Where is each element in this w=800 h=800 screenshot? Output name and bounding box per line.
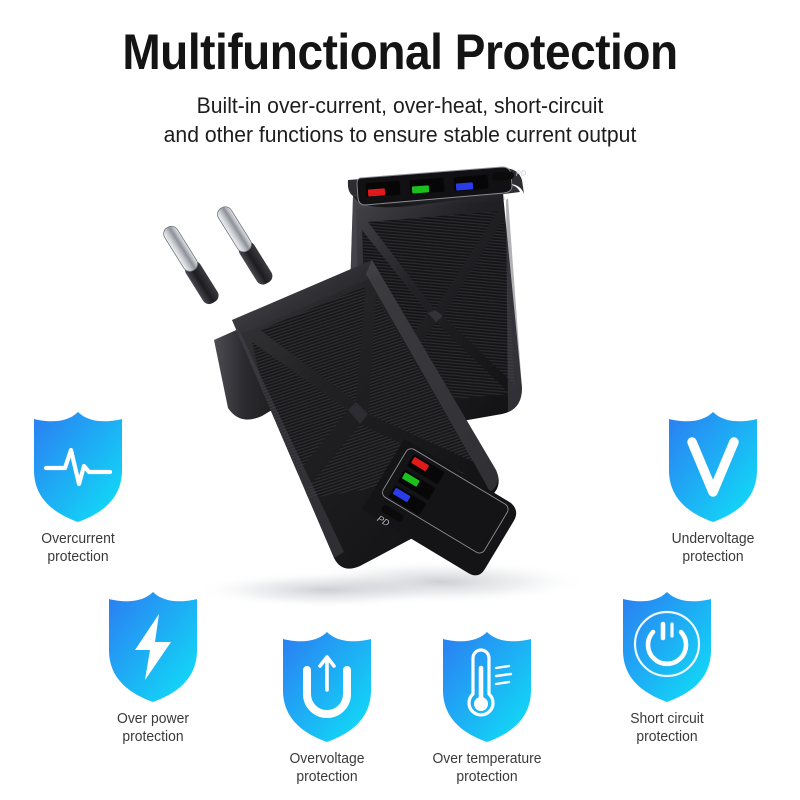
page-title: Multifunctional Protection [122,24,678,80]
caption-line-1: Over temperature [432,751,542,767]
feature-caption: Undervoltage protection [641,530,785,567]
caption-line-1: Overcurrent [41,531,115,547]
feature-caption: Short circuit protection [595,710,739,747]
caption-line-1: Over power [117,711,189,727]
subtitle-line-1: Built-in over-current, over-heat, short-… [196,92,604,118]
feature-shortcircuit: Short circuit protection [592,588,742,747]
feature-caption: Over temperature protection [415,750,559,787]
caption-line-2: protection [456,769,518,786]
product-image: PD [110,166,690,620]
product-shadow-front [195,572,455,608]
feature-overpower: Over power protection [78,588,228,747]
charger-front: PD [163,206,517,576]
letter-v-icon [687,437,739,497]
feature-overvoltage: Overvoltage protection [252,628,402,787]
subtitle-line-2: and other functions to ensure stable cur… [163,122,637,148]
gloss-front-right [366,260,498,492]
feature-caption: Overvoltage protection [255,750,399,787]
caption-line-1: Short circuit [630,711,704,727]
usb-a-ports-front[interactable] [388,454,445,515]
shield-badge [275,628,379,746]
feature-caption: Overcurrent protection [6,530,150,567]
shield-badge [26,408,130,526]
gloss-rear-right [506,198,522,412]
caption-line-2: protection [636,729,698,746]
gloss-front-left [232,320,344,558]
gloss-front-top [232,260,380,334]
port-panel-rear: PD [347,166,527,208]
caption-line-1: Overvoltage [289,751,365,767]
shield-badge [615,588,719,706]
usb-c-port-rear[interactable] [492,171,515,181]
caption-line-2: protection [682,549,744,566]
heartbeat-pulse-icon [43,447,113,487]
lightning-bolt-icon [135,614,171,680]
feature-caption: Over power protection [81,710,225,747]
x-pattern-front [252,286,474,500]
port-panel-front: PD [362,438,517,576]
shield-badge [435,628,539,746]
caption-line-2: protection [296,769,358,786]
power-button-icon [633,610,701,678]
usb-c-port-front[interactable] [380,504,405,523]
caption-line-2: protection [47,549,109,566]
shield-badge [101,588,205,706]
shield-badge [661,408,765,526]
feature-overtemperature: Over temperature protection [412,628,562,787]
feature-undervoltage: Undervoltage protection [638,408,788,567]
thermometer-icon [467,648,513,717]
pd-label-rear: PD [515,168,527,178]
feature-overcurrent: Overcurrent protection [3,408,153,567]
usb-a-ports-rear[interactable] [365,174,489,198]
caption-line-2: protection [122,729,184,746]
caption-line-1: Undervoltage [671,531,755,547]
header: Multifunctional Protection Built-in over… [0,0,800,150]
subtitle: Built-in over-current, over-heat, short-… [0,91,800,151]
u-arrow-up-icon [303,655,351,718]
eu-plug-pins-front [163,206,273,305]
